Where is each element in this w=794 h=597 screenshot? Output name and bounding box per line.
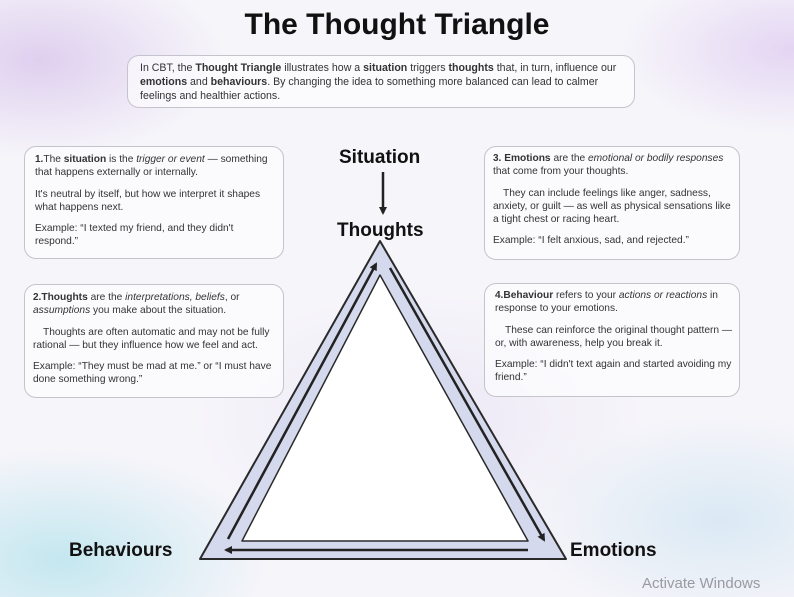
intro-text: triggers <box>407 62 449 74</box>
text: They can include feelings like anger, sa… <box>493 187 731 226</box>
intro-bold-behaviours: behaviours <box>210 75 268 88</box>
thoughts-to-emotions-arrow <box>388 267 546 542</box>
text: you make about the situation. <box>90 305 227 317</box>
intro-bold-emotions: emotions <box>140 75 188 88</box>
term-behaviour: Behaviour <box>503 290 554 301</box>
intro-text: . By changing the idea to something more… <box>140 75 599 102</box>
intro-text: and <box>187 75 211 88</box>
intro-text: that, in turn, influence our <box>493 62 617 74</box>
emotions-box: 3. Emotions are the emotional or bodily … <box>484 146 740 260</box>
behaviours-label: Behaviours <box>69 540 173 561</box>
emphasis: interpretations, beliefs <box>125 292 225 303</box>
text: These can reinforce the original thought… <box>495 324 733 349</box>
emphasis: actions or reactions <box>618 290 708 301</box>
step-number: 4. <box>495 290 504 301</box>
intro-bold-thought-triangle: Thought Triangle <box>195 62 282 74</box>
situation-definition: 1.The situation is the trigger or event … <box>35 153 275 180</box>
step-number: 1. <box>35 154 44 165</box>
situation-explanation: It's neutral by itself, but how we inter… <box>35 188 261 213</box>
term-emotions: Emotions <box>504 153 551 164</box>
thoughts-example: Example: “They must be mad at me.” or “I… <box>33 361 272 386</box>
thoughts-definition: 2.Thoughts are the interpretations, beli… <box>33 291 277 318</box>
situation-label: Situation <box>339 147 421 168</box>
text: are the <box>87 292 126 303</box>
activate-windows-watermark: Activate Windows <box>642 575 761 592</box>
step-number: 3. <box>493 153 502 164</box>
thoughts-explanation: Thoughts are often automatic and may not… <box>33 326 277 353</box>
situation-box: 1.The situation is the trigger or event … <box>24 146 284 259</box>
thoughts-box: 2.Thoughts are the interpretations, beli… <box>24 284 284 398</box>
text: , or <box>224 292 240 303</box>
emotions-explanation: They can include feelings like anger, sa… <box>493 187 733 227</box>
intro-text: illustrates how a <box>281 62 364 74</box>
behaviours-to-thoughts-arrow <box>226 262 378 540</box>
text: in response to your emotions. <box>495 290 718 315</box>
term-situation: situation <box>63 154 107 165</box>
thoughts-label: Thoughts <box>337 220 424 241</box>
intro-bold-situation: situation <box>363 62 408 74</box>
emphasis: emotional or bodily responses <box>588 153 724 164</box>
page-title: The Thought Triangle <box>244 8 550 41</box>
emphasis: trigger or event <box>136 154 205 165</box>
behaviour-box: 4.Behaviour refers to your actions or re… <box>484 283 740 397</box>
term-thoughts: Thoughts <box>41 292 88 303</box>
intro-bold-thoughts: thoughts <box>448 62 494 74</box>
text: — something that happens externally or i… <box>35 154 268 179</box>
behaviour-definition: 4.Behaviour refers to your actions or re… <box>495 289 733 316</box>
emotions-example: Example: “I felt anxious, sad, and rejec… <box>493 235 689 247</box>
intro-box: In CBT, the Thought Triangle illustrates… <box>127 55 635 108</box>
behaviour-explanation: These can reinforce the original thought… <box>495 324 733 351</box>
emphasis: assumptions <box>33 305 91 317</box>
text: The <box>43 154 64 165</box>
inner-triangle <box>241 274 529 542</box>
behaviour-example: Example: “I didn't text again and starte… <box>495 359 732 384</box>
situation-example: Example: “I texted my friend, and they d… <box>35 223 234 248</box>
text: refers to your <box>553 290 619 301</box>
emotions-label: Emotions <box>570 540 657 561</box>
emotions-definition: 3. Emotions are the emotional or bodily … <box>493 152 733 179</box>
text: Thoughts are often automatic and may not… <box>33 326 270 351</box>
text: are the <box>550 153 588 164</box>
text: is the <box>106 154 137 165</box>
step-number: 2. <box>33 292 42 303</box>
text: that come from your thoughts. <box>493 166 629 178</box>
intro-text: In CBT, the <box>140 62 196 74</box>
